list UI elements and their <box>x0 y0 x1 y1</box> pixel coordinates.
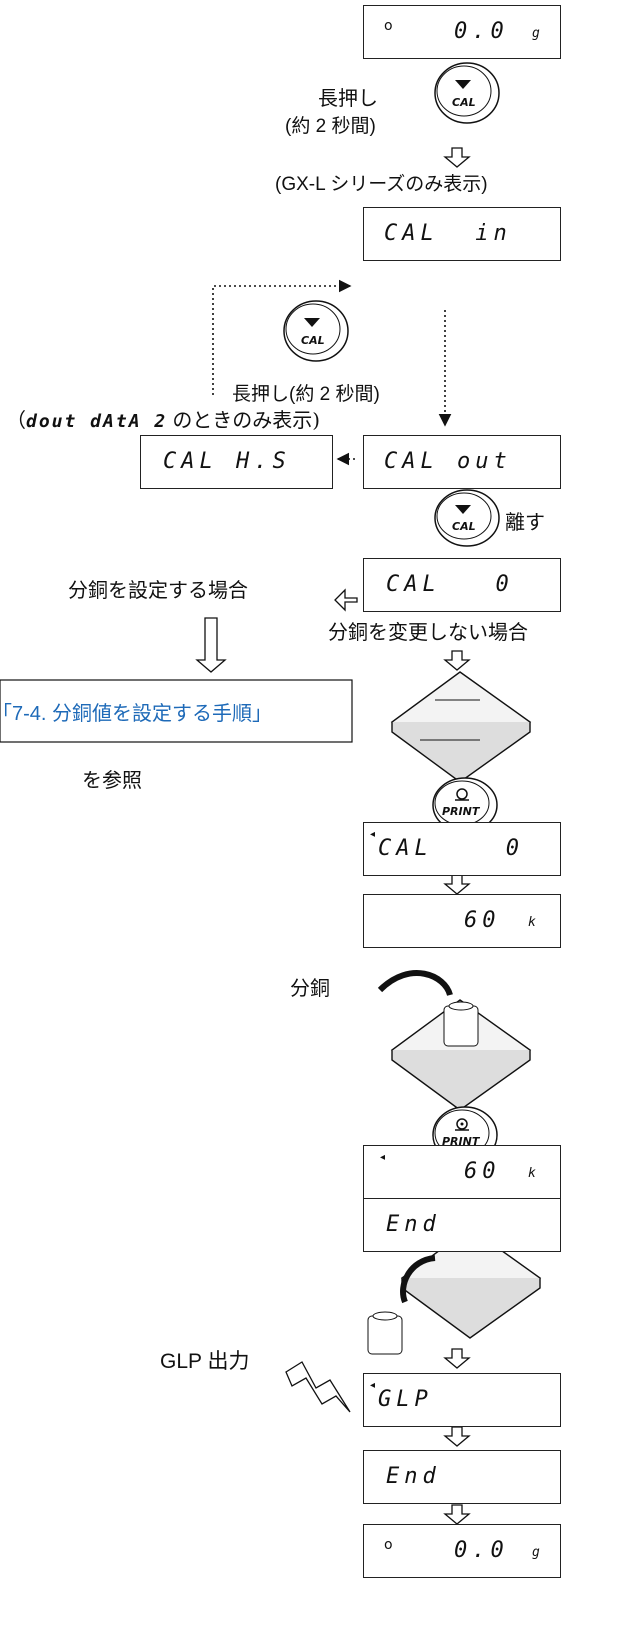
display-value: 60 <box>464 1159 501 1184</box>
print-key-label[interactable]: PRINT <box>442 805 480 818</box>
display-zero-bottom: o 0.0 g <box>363 1524 561 1578</box>
dout-prefix: （ <box>6 408 26 432</box>
display-text: CAL H.S <box>163 449 291 474</box>
print-key-label[interactable]: PRINT <box>442 1135 480 1148</box>
display-text: CAL 0 <box>378 836 524 861</box>
stable-indicator: o <box>384 1537 393 1553</box>
display-cal-out: CAL out <box>363 435 561 489</box>
weighing-pan-icon <box>390 671 532 783</box>
dout-note: （dout dAtA 2 のときのみ表示) <box>6 404 320 433</box>
display-text: End <box>386 1464 441 1489</box>
display-60: 60 k <box>363 894 561 948</box>
display-unit: g <box>532 1545 540 1560</box>
dout-suffix: のときのみ表示) <box>172 408 321 432</box>
display-text: CAL in <box>384 221 512 246</box>
display-text: GLP <box>378 1387 433 1412</box>
long-press-duration-label: 長押し(約 2 秒間) <box>232 384 380 405</box>
cal-key-icon <box>283 300 349 362</box>
display-cal-0-marked: ◂ CAL 0 <box>363 822 561 876</box>
mark-indicator: ◂ <box>370 1380 376 1391</box>
stable-indicator: o <box>384 18 393 34</box>
gxl-only-note: (GX-L シリーズのみ表示) <box>275 174 488 195</box>
mark-indicator: ◂ <box>380 1152 386 1163</box>
cal-key-icon <box>434 489 500 547</box>
dout-setting: dout dAtA 2 <box>26 411 168 432</box>
display-end: End <box>363 1198 561 1252</box>
glp-output-label: GLP 出力 <box>160 1350 250 1373</box>
pan-with-weight-icon <box>377 970 532 1111</box>
procedure-link[interactable]: 「7-4. 分銅値を設定する手順」 <box>0 703 273 725</box>
dotted-loop <box>212 279 452 466</box>
display-text: CAL 0 <box>386 572 514 597</box>
cal-key-icon <box>434 62 500 124</box>
mark-indicator: ◂ <box>370 829 376 840</box>
display-cal-0: CAL 0 <box>363 558 561 612</box>
display-end: End <box>363 1450 561 1504</box>
weight-label: 分銅 <box>290 976 330 1000</box>
display-unit: k <box>528 1166 536 1181</box>
duration-label: (約 2 秒間) <box>285 116 376 137</box>
display-60-marked: ◂ 60 k <box>363 1145 561 1199</box>
display-glp: ◂ GLP <box>363 1373 561 1427</box>
cal-key-label[interactable]: CAL <box>301 334 325 347</box>
glp-output-lightning-icon <box>285 1361 351 1413</box>
set-weight-case-label: 分銅を設定する場合 <box>68 578 248 602</box>
display-value: 0.0 <box>454 1538 509 1563</box>
display-zero-top: o 0.0 g <box>363 5 561 59</box>
release-label: 離す <box>505 510 545 534</box>
display-unit: k <box>528 915 536 930</box>
display-unit: g <box>532 26 540 41</box>
no-change-case-label: 分銅を変更しない場合 <box>328 620 528 644</box>
display-value: 0.0 <box>454 19 509 44</box>
long-press-label: 長押し <box>318 86 378 110</box>
display-text: End <box>386 1212 441 1237</box>
procedure-box <box>0 679 353 743</box>
cal-key-label[interactable]: CAL <box>452 96 476 109</box>
pan-remove-weight-icon <box>367 1227 542 1355</box>
refer-label: を参照 <box>82 768 142 792</box>
display-cal-in: CAL in <box>363 207 561 261</box>
display-text: CAL out <box>384 449 512 474</box>
display-value: 60 <box>464 908 501 933</box>
display-cal-his: CAL H.S <box>140 435 333 489</box>
cal-key-label[interactable]: CAL <box>452 520 476 533</box>
